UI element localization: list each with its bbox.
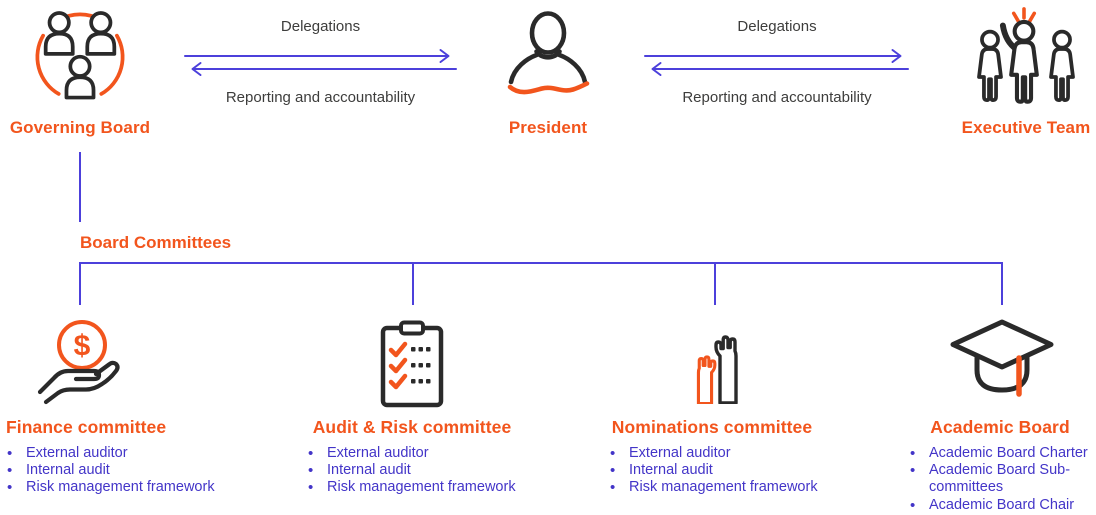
list-item: Risk management framework bbox=[301, 479, 536, 496]
list-item: Academic Board Charter bbox=[903, 445, 1095, 462]
list-item: Academic Board Chair bbox=[903, 497, 1095, 514]
reporting-accountability-label: Reporting and accountability bbox=[225, 89, 416, 106]
list-item: External auditor bbox=[301, 445, 536, 462]
delegations-label: Delegations bbox=[737, 18, 817, 35]
president-label: President bbox=[508, 118, 588, 137]
finance-committee-title: Finance committee bbox=[6, 417, 167, 437]
list-item: External auditor bbox=[0, 445, 235, 462]
nominations-committee-title: Nominations committee bbox=[611, 417, 813, 437]
dollar-glyph: $ bbox=[74, 330, 91, 363]
list-item: Academic Board Sub-committees bbox=[903, 462, 1095, 496]
audit-risk-committee-title: Audit & Risk committee bbox=[312, 417, 512, 437]
nominations-committee-list: External auditor Internal audit Risk man… bbox=[603, 445, 838, 497]
finance-committee-list: External auditor Internal audit Risk man… bbox=[0, 445, 235, 497]
people-circle-icon bbox=[35, 11, 125, 100]
list-dots bbox=[411, 347, 431, 384]
board-committees-label: Board Committees bbox=[80, 233, 232, 252]
list-item: Risk management framework bbox=[0, 479, 235, 496]
audit-risk-committee-list: External auditor Internal audit Risk man… bbox=[301, 445, 536, 497]
academic-board-list: Academic Board Charter Academic Board Su… bbox=[903, 445, 1095, 514]
list-item: Internal audit bbox=[0, 462, 235, 479]
raised-hands-icon bbox=[696, 335, 738, 404]
list-item: Internal audit bbox=[301, 462, 536, 479]
academic-board-title: Academic Board bbox=[930, 417, 1070, 437]
list-item: External auditor bbox=[603, 445, 838, 462]
list-item: Internal audit bbox=[603, 462, 838, 479]
graduation-cap-icon bbox=[950, 319, 1054, 397]
reporting-accountability-label: Reporting and accountability bbox=[682, 89, 872, 106]
delegation-arrows-left bbox=[184, 49, 457, 76]
committee-tree-lines bbox=[79, 152, 1003, 305]
delegations-label: Delegations bbox=[280, 18, 361, 35]
list-item: Risk management framework bbox=[603, 479, 838, 496]
executive-team-label: Executive Team bbox=[961, 118, 1091, 137]
checklist-clipboard-icon bbox=[380, 320, 444, 408]
team-celebrating-icon bbox=[977, 7, 1075, 104]
governing-board-label: Governing Board bbox=[9, 118, 151, 137]
delegation-arrows-right bbox=[644, 49, 909, 76]
hand-coin-icon: $ bbox=[37, 320, 120, 405]
person-bust-icon bbox=[507, 11, 590, 95]
